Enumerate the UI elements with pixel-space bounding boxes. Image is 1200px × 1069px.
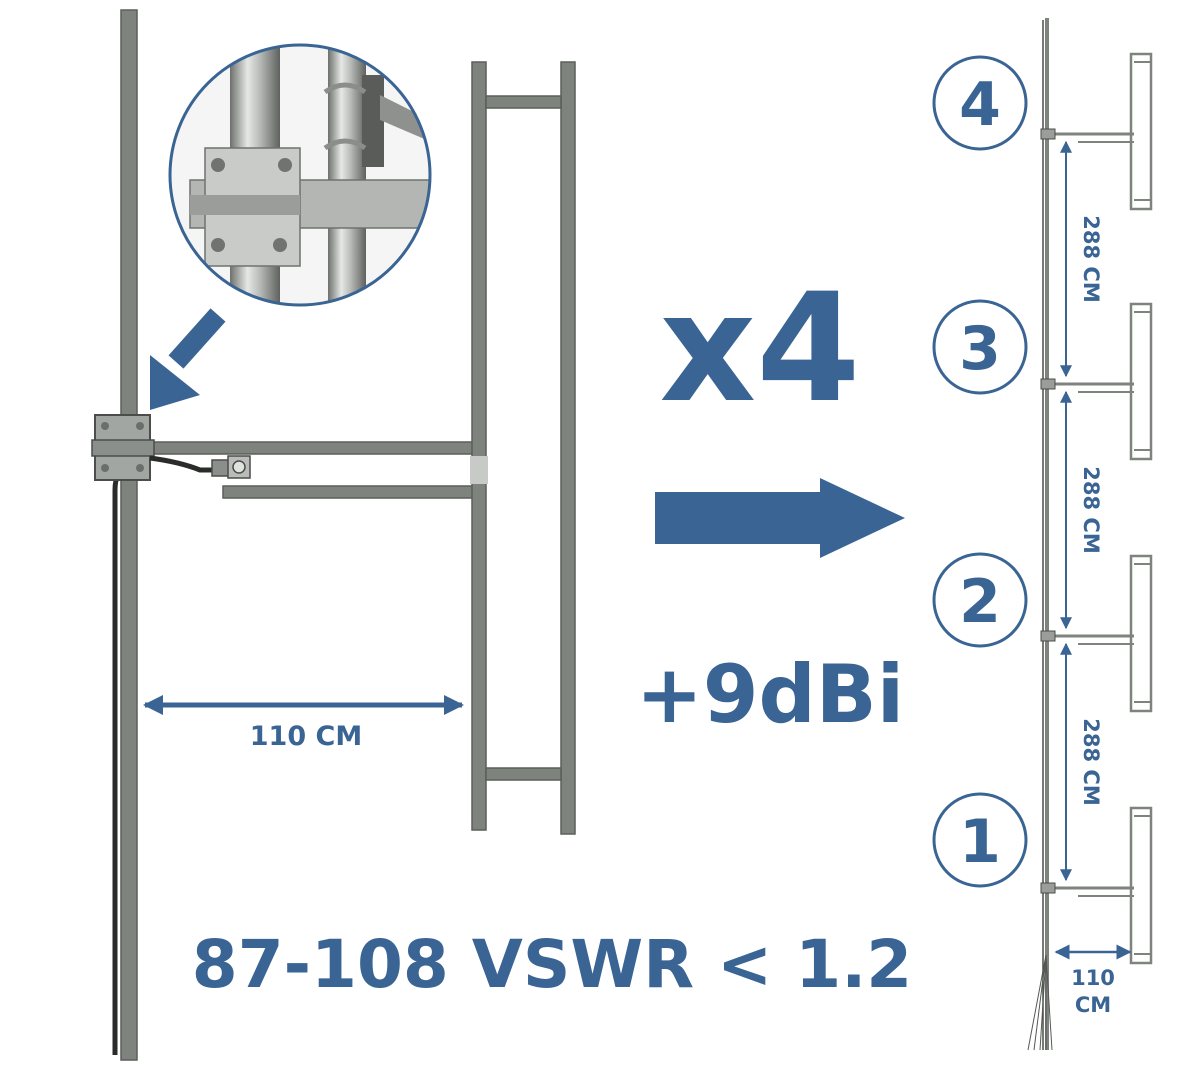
stack-width-label-2: CM [1075, 993, 1111, 1017]
spacing-dimension: 288 CM [1060, 390, 1103, 630]
clamp-zoom-detail [168, 43, 432, 307]
bay-number-badge: 3 [932, 299, 1028, 395]
mast [120, 9, 138, 1061]
bay-number: 4 [959, 70, 1001, 140]
spacing-label: 288 CM [1079, 718, 1103, 805]
bay-number-badge: 4 [932, 55, 1028, 151]
bay-3: 3 [932, 299, 1153, 461]
bay-2: 2 [932, 552, 1153, 713]
bay-number: 2 [959, 567, 1001, 637]
stack-base-cables [1027, 954, 1053, 1051]
lower-arm [222, 485, 481, 499]
width-dimension: 110 CM [143, 695, 464, 752]
left-dipole [91, 9, 576, 1061]
multiplier-text: x4 [659, 262, 860, 436]
gain-text: +9dBi [636, 648, 904, 741]
bay-4: 4 [932, 52, 1153, 211]
width-label: 110 CM [250, 721, 362, 752]
arrow-down-left-icon [150, 308, 226, 410]
spacing-label: 288 CM [1079, 466, 1103, 553]
dipole-inner-rod [471, 61, 487, 831]
spacing-dimension: 288 CM [1060, 642, 1103, 882]
bay-number-badge: 2 [932, 552, 1028, 648]
mast-clamp [91, 414, 155, 481]
bay-1: 1 [932, 792, 1153, 965]
dipole-top-rung [485, 95, 562, 109]
spec-text: 87-108 VSWR < 1.2 [192, 926, 912, 1003]
dipole-bottom-rung [485, 767, 562, 781]
arrow-right-icon [655, 478, 905, 558]
zoom-circle-border [168, 43, 432, 307]
upper-arm [134, 441, 481, 455]
bay-number-badge: 1 [932, 792, 1028, 888]
feed-gap [470, 456, 488, 484]
bay-number: 1 [959, 807, 1001, 877]
stack-width-label-1: 110 [1071, 966, 1115, 990]
bay-number: 3 [959, 314, 1001, 384]
feed-connector [149, 455, 251, 479]
bay-stack: 4 3 2 1 288 CM 288 CM 288 CM 110 CM [932, 18, 1153, 1051]
spacing-label: 288 CM [1079, 215, 1103, 302]
spacing-dimension: 288 CM [1060, 140, 1103, 378]
dipole-outer-rod [560, 61, 576, 835]
